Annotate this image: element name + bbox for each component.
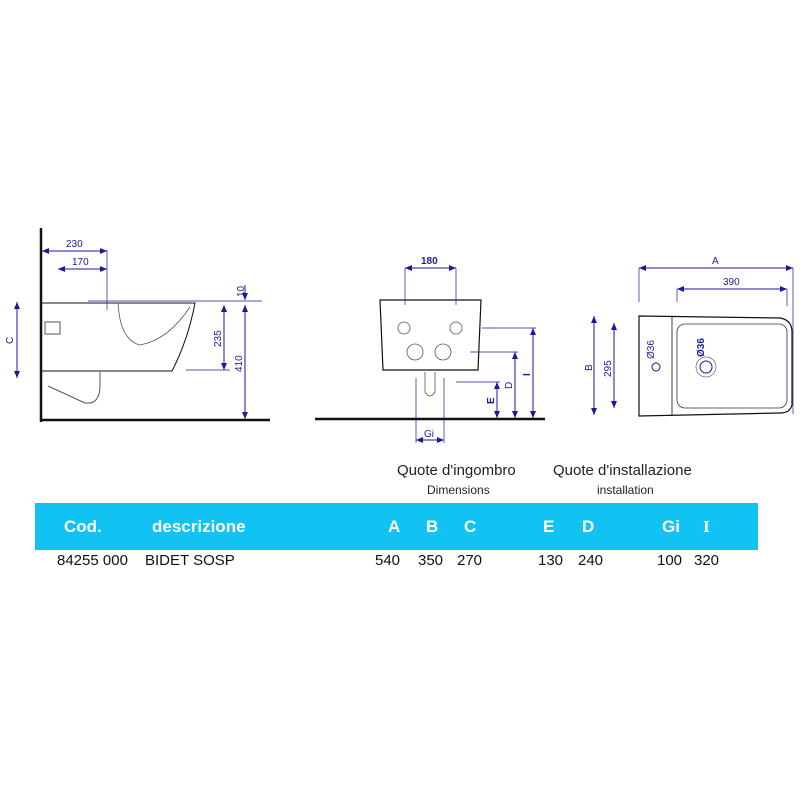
cell-b: 350 [418, 552, 444, 569]
tap-hole [651, 362, 661, 372]
cell-descrizione: BIDET SOSP [145, 552, 235, 569]
cell-a: 540 [375, 552, 401, 569]
group-installation-subtitle: installation [597, 483, 654, 497]
dim-gi: Gi [424, 429, 434, 440]
header-gi: Gi [662, 517, 680, 536]
dim-i: I [522, 373, 533, 376]
bidet-top-outline [638, 315, 793, 417]
dim-390: 390 [723, 277, 740, 288]
cell-cod: 84255 000 [57, 552, 128, 569]
front-view: 180 Gi E D I [315, 256, 545, 443]
valve [44, 321, 61, 335]
bowl-line [117, 302, 191, 346]
bowl-outline [676, 323, 788, 409]
dim-410: 410 [234, 355, 245, 372]
dim-230: 230 [66, 239, 83, 250]
dim-d: D [504, 382, 515, 389]
bidet-front-outline [379, 299, 482, 371]
header-e: E [543, 517, 555, 536]
header-d: D [582, 517, 595, 536]
drain-hole [699, 360, 713, 374]
group-dimensions-subtitle: Dimensions [427, 483, 490, 497]
header-c: C [464, 517, 477, 536]
dim-235: 235 [213, 330, 224, 347]
dim-hole-tap: Ø36 [646, 340, 657, 359]
dim-e: E [486, 397, 497, 404]
cell-i: 320 [694, 552, 720, 569]
side-view: 230 170 C 10 235 410 [5, 228, 270, 422]
top-view: A 390 B 295 Ø36 Ø36 [584, 256, 794, 417]
group-installation-title: Quote d'installazione [553, 462, 692, 479]
header-b: B [426, 517, 439, 536]
cell-gi: 100 [657, 552, 683, 569]
dim-10: 10 [236, 285, 247, 297]
dim-a: A [712, 256, 719, 267]
dim-b: B [584, 364, 595, 371]
table-header-band [35, 503, 758, 550]
dim-295: 295 [603, 360, 614, 377]
dim-180: 180 [421, 256, 438, 267]
trap-pipe [47, 372, 101, 404]
header-descrizione: descrizione [152, 517, 246, 536]
cell-e: 130 [538, 552, 564, 569]
header-a: A [388, 517, 401, 536]
group-dimensions-title: Quote d'ingombro [397, 462, 516, 479]
header-cod: Cod. [64, 517, 102, 536]
cell-c: 270 [457, 552, 483, 569]
dim-170: 170 [72, 257, 89, 268]
header-i: I [703, 517, 710, 536]
dim-hole-drain: Ø36 [696, 338, 707, 357]
bidet-outline [42, 302, 196, 372]
dim-c: C [5, 337, 16, 344]
cell-d: 240 [578, 552, 604, 569]
